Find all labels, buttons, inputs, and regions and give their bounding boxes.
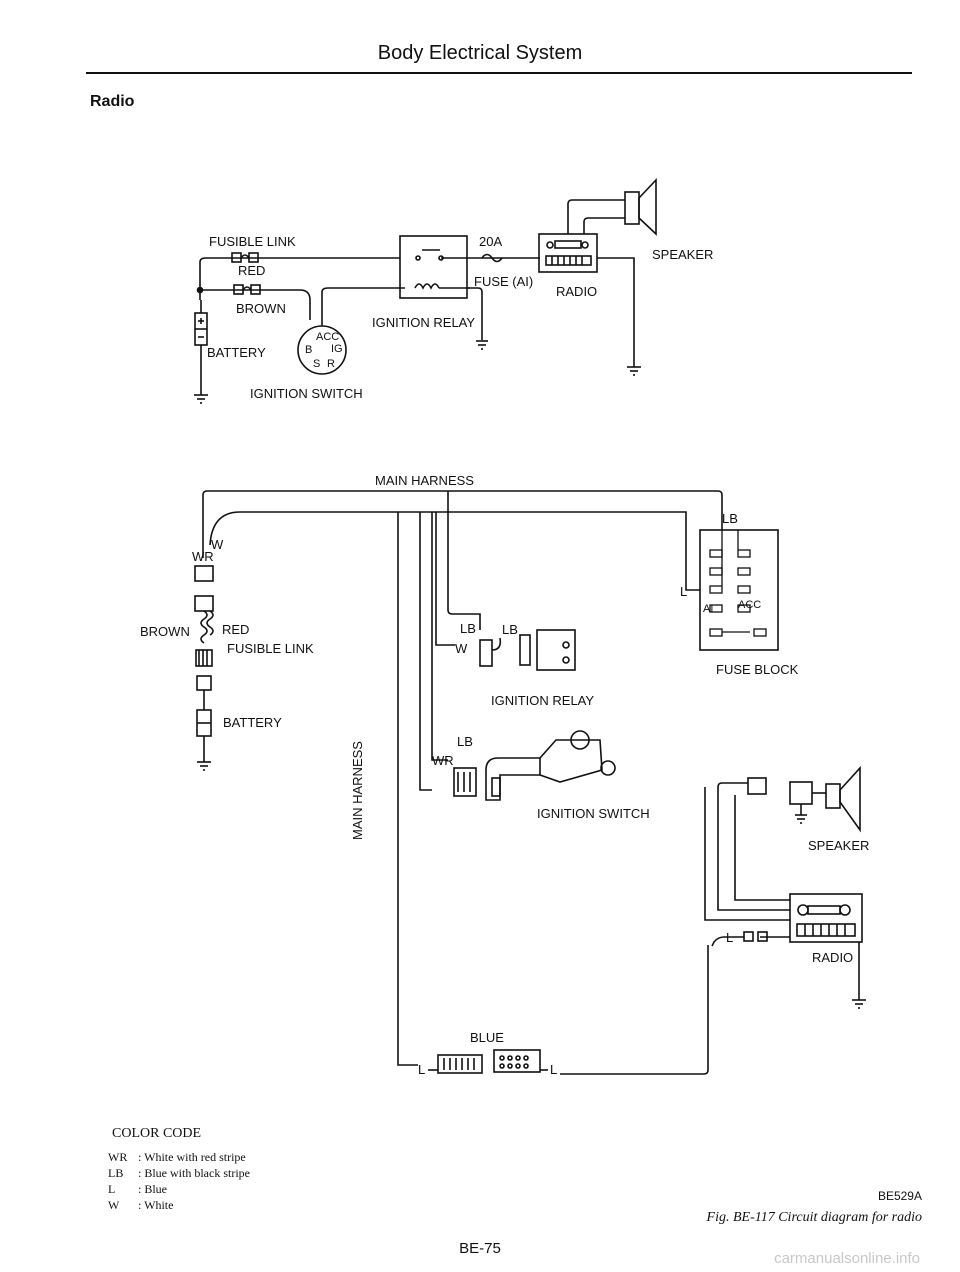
ground-icon: [795, 814, 807, 824]
schematic-battery-label: BATTERY: [207, 345, 266, 360]
fuse-block-icon: [699, 529, 779, 651]
schematic-ignition-switch-label: IGNITION SWITCH: [250, 386, 363, 401]
speaker-connector-icon: [747, 777, 767, 795]
connector-icon: [196, 675, 212, 691]
schematic-top: FUSIBLE LINK RED BROWN BATTERY ACC B IG …: [194, 177, 713, 404]
blue-label: BLUE: [470, 1030, 504, 1045]
color-code-key: L: [108, 1182, 116, 1196]
ground-icon: [627, 366, 641, 376]
page-number: BE-75: [459, 1240, 501, 1257]
radio-icon: [538, 233, 598, 273]
sw-s-label: S: [313, 358, 320, 370]
blue-l2-label: L: [550, 1062, 557, 1077]
ground-icon: [197, 761, 211, 771]
blue-connector-icon: [437, 1054, 483, 1074]
relay-lb2-label: LB: [502, 622, 518, 637]
speaker-connector-icon: [789, 781, 813, 805]
fuse-rating-label: 20A: [479, 234, 502, 249]
connector-icon: [195, 649, 213, 667]
speaker-icon: [624, 191, 640, 225]
color-code-row: WR : White with red stripe: [108, 1150, 246, 1165]
fuse-label: FUSE (AI): [474, 274, 533, 289]
fuse-block-acc-label: ACC: [738, 599, 761, 611]
schematic-ignition-relay-label: IGNITION RELAY: [372, 315, 475, 330]
schematic-speaker-label: SPEAKER: [652, 247, 713, 262]
sw-lb-label: LB: [457, 734, 473, 749]
ground-icon: [194, 394, 208, 404]
figure-number: BE529A: [877, 1189, 922, 1203]
sw-acc-label: ACC: [316, 331, 339, 343]
harness-radio-label: RADIO: [812, 950, 853, 965]
schematic-brown-label: BROWN: [236, 301, 286, 316]
harness-red-label: RED: [222, 622, 249, 637]
relay-lb1-label: LB: [460, 621, 476, 636]
color-code-desc: : White: [138, 1198, 174, 1212]
color-code-row: LB : Blue with black stripe: [108, 1166, 250, 1181]
fuse-icon: [481, 253, 503, 263]
ground-icon: [852, 999, 866, 1009]
harness-battery-label: BATTERY: [223, 715, 282, 730]
main-harness-side-label: MAIN HARNESS: [350, 741, 365, 840]
harness-w-label: W: [211, 537, 224, 552]
schematic-radio-label: RADIO: [556, 284, 597, 299]
harness-ignition-switch-label: IGNITION SWITCH: [537, 806, 650, 821]
color-code-desc: : Blue with black stripe: [138, 1166, 250, 1180]
sw-ig-label: IG: [331, 343, 343, 355]
schematic-fusible-link-label: FUSIBLE LINK: [209, 234, 296, 249]
ignition-relay-icon: [399, 235, 468, 299]
color-code-key: LB: [108, 1166, 124, 1180]
sw-wr-label: WR: [432, 753, 454, 768]
blue-connector-icon: [493, 1049, 541, 1073]
watermark: carmanualsonline.info: [774, 1250, 920, 1267]
fuse-block-l-label: L: [680, 584, 687, 599]
radio-icon: [789, 893, 863, 943]
relay-connector-icon: [479, 639, 493, 667]
color-code-row: L : Blue: [108, 1182, 167, 1197]
harness-wr-label: WR: [192, 549, 214, 564]
radio-l-label: L: [726, 930, 733, 945]
ground-icon: [476, 340, 488, 350]
figure-caption: Fig. BE-117 Circuit diagram for radio: [706, 1210, 922, 1225]
header-rule: [86, 72, 912, 74]
color-code-title: COLOR CODE: [112, 1126, 202, 1141]
harness-speaker-label: SPEAKER: [808, 838, 869, 853]
connector-icon: [194, 595, 214, 612]
color-code-key: W: [108, 1198, 120, 1212]
harness-fusible-link-label: FUSIBLE LINK: [227, 641, 314, 656]
blue-l1-label: L: [418, 1062, 425, 1077]
harness-brown-label: BROWN: [140, 624, 190, 639]
switch-connector-icon: [453, 767, 477, 797]
page-header-title: Body Electrical System: [377, 42, 583, 64]
fuse-block-lb-label: LB: [722, 511, 738, 526]
fuse-block-label: FUSE BLOCK: [716, 662, 799, 677]
harness-diagram: MAIN HARNESS W WR BROWN RED FUSIBLE LINK…: [140, 473, 869, 1077]
color-code-desc: : White with red stripe: [138, 1150, 246, 1164]
color-code-key: WR: [108, 1150, 128, 1164]
speaker-icon: [825, 783, 841, 809]
fusible-link-icon: [200, 610, 208, 644]
ignition-switch-icon: [485, 757, 541, 801]
sw-b-label: B: [305, 344, 312, 356]
ignition-relay-icon: [536, 629, 576, 671]
main-harness-top-label: MAIN HARNESS: [375, 473, 474, 488]
relay-w-label: W: [455, 641, 468, 656]
schematic-red-label: RED: [238, 263, 265, 278]
color-code-desc: : Blue: [138, 1182, 167, 1196]
connector-icon: [194, 565, 214, 582]
sw-r-label: R: [327, 358, 335, 370]
fuse-block-ai-label: AI: [703, 603, 713, 615]
color-code-row: W : White: [108, 1198, 173, 1213]
harness-ignition-relay-label: IGNITION RELAY: [491, 693, 594, 708]
section-title: Radio: [90, 93, 135, 110]
